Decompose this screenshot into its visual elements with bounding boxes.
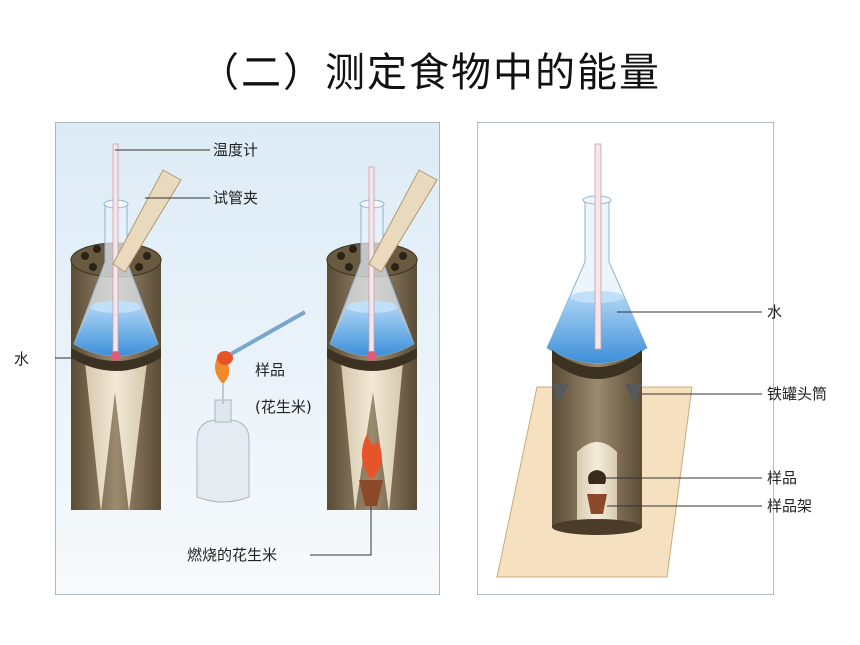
flame <box>361 434 382 480</box>
thermometer <box>112 143 119 355</box>
right-diagram <box>476 121 775 596</box>
can-apparatus-1 <box>70 143 182 512</box>
label-water-right: 水 <box>767 303 782 321</box>
label-thermometer: 温度计 <box>213 141 258 159</box>
peanut-sample <box>217 351 233 365</box>
label-sample: 样品 <box>255 361 285 379</box>
can-apparatus-2 <box>326 166 438 512</box>
left-water-label-wrap: 水 <box>14 350 29 368</box>
left-diagram-svg: 温度计 试管夹 样品 (花生米) 燃烧的花生米 <box>50 121 441 596</box>
left-diagram: 温度计 试管夹 样品 (花生米) 燃烧的花生米 <box>50 121 441 596</box>
label-clamp: 试管夹 <box>213 189 258 207</box>
label-sample-stand: 样品架 <box>767 497 812 515</box>
sample-needle <box>230 310 306 356</box>
label-water-left: 水 <box>14 350 29 368</box>
label-sample-right: 样品 <box>767 469 797 487</box>
alcohol-lamp <box>196 384 250 503</box>
sample-on-stand <box>587 470 607 514</box>
can-cutaway <box>85 362 147 512</box>
test-tube-clamp <box>112 169 182 273</box>
sample-right <box>588 470 606 484</box>
label-burning-peanut: 燃烧的花生米 <box>187 546 277 564</box>
label-iron-can: 铁罐头筒 <box>767 385 827 403</box>
iron-can <box>552 352 642 535</box>
label-peanut: (花生米) <box>255 398 312 416</box>
burning-peanut <box>359 480 383 506</box>
burning-sample <box>215 310 306 384</box>
sample-stand <box>587 494 607 514</box>
right-diagram-svg <box>476 121 775 596</box>
conical-flask-right <box>546 143 648 379</box>
thermometer-right <box>594 143 602 350</box>
right-labels-wrap: 水 铁罐头筒 样品 样品架 <box>767 303 827 515</box>
page-title: （二）测定食物中的能量 <box>199 50 661 96</box>
